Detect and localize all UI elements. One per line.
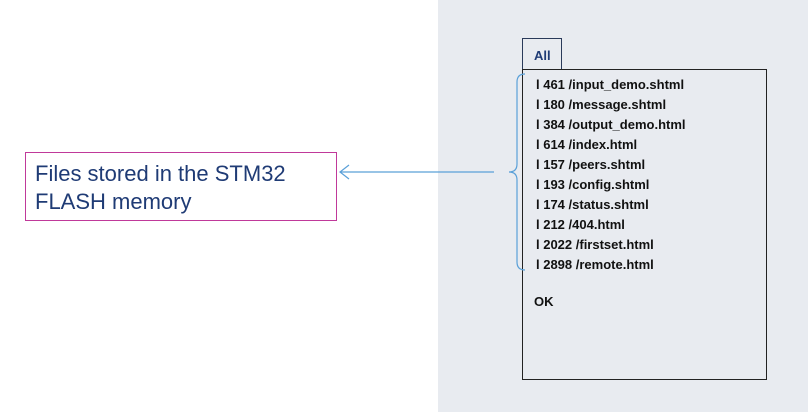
file-list-item: l 212 /404.html: [536, 217, 625, 232]
file-list-item: l 384 /output_demo.html: [536, 117, 686, 132]
file-list-item: l 180 /message.shtml: [536, 97, 667, 112]
arrowhead-icon: [339, 164, 350, 180]
file-list: l 461 /input_demo.shtml l 180 /message.s…: [536, 75, 686, 275]
file-list-item: l 174 /status.shtml: [536, 197, 649, 212]
callout-box: Files stored in the STM32 FLASH memory: [25, 152, 337, 221]
file-list-item: l 157 /peers.shtml: [536, 157, 646, 172]
file-list-item: l 461 /input_demo.shtml: [536, 77, 685, 92]
callout-text: Files stored in the STM32 FLASH memory: [35, 161, 286, 214]
file-list-item: l 2022 /firstset.html: [536, 237, 654, 252]
file-list-item: l 614 /index.html: [536, 137, 638, 152]
terminal-output-box: l 461 /input_demo.shtml l 180 /message.s…: [522, 69, 767, 380]
file-list-item: l 193 /config.shtml: [536, 177, 650, 192]
file-list-item: l 2898 /remote.html: [536, 257, 654, 272]
status-ok-text: OK: [534, 294, 554, 309]
tab-all-label: All: [534, 48, 551, 63]
tab-all[interactable]: All: [522, 38, 562, 70]
